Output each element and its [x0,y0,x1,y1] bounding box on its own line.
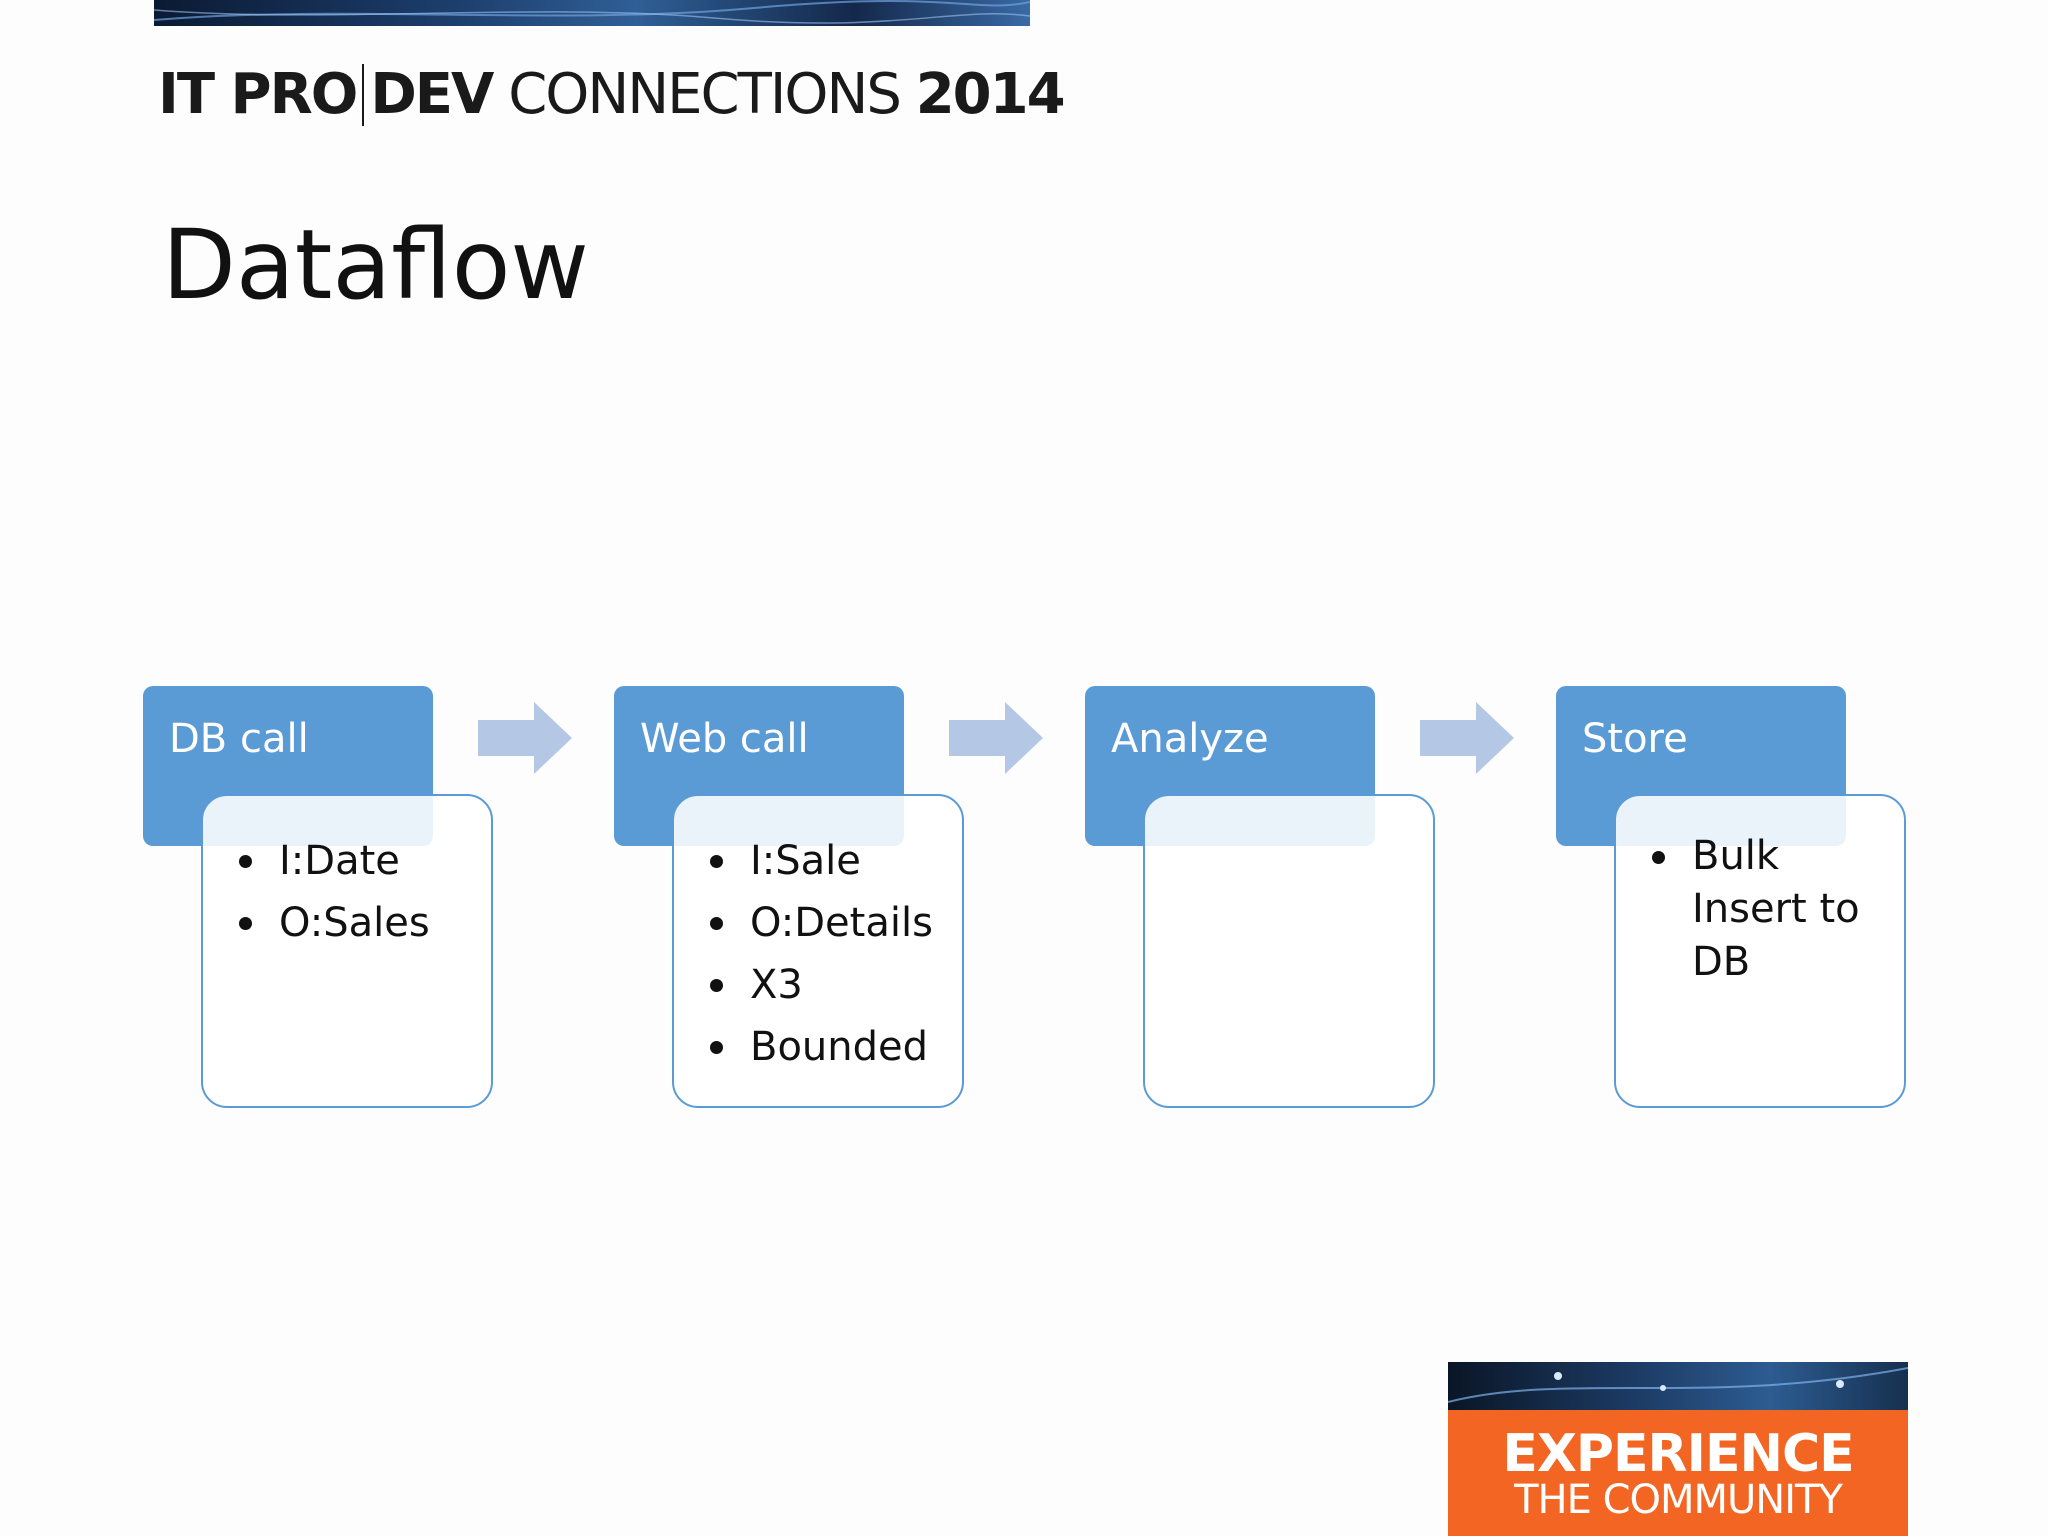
list-item: O:Sales [239,892,473,954]
logo-text-year: 2014 [915,62,1066,127]
top-banner-image [154,0,1030,26]
step-body-db-call: I:Date O:Sales [201,794,493,1108]
slide-title: Dataflow [162,209,589,321]
step-header-label: Store [1582,716,1688,762]
step-body-analyze [1143,794,1435,1108]
list-item: I:Date [239,830,473,892]
badge-orange-panel [1448,1410,1908,1536]
step-body-web-call: I:Sale O:Details X3 Bounded [672,794,964,1108]
badge-title: EXPERIENCE [1502,1424,1854,1484]
flow-arrow-icon [478,702,572,774]
step-header-label: DB call [169,716,309,762]
list-item: O:Details [710,892,944,954]
badge-subtitle: THE COMMUNITY [1514,1477,1843,1523]
logo-text-dev: DEV [370,62,494,127]
step-item-list: I:Date O:Sales [239,830,473,954]
step-header-label: Web call [640,716,809,762]
list-item: Bounded [710,1016,944,1078]
logo-divider [362,63,365,126]
step-item-list: I:Sale O:Details X3 Bounded [710,830,944,1078]
list-item: X3 [710,954,944,1016]
badge-banner-image [1448,1362,1908,1410]
flow-arrow-icon [949,702,1043,774]
logo-text-itpro: IT PRO [158,62,358,127]
list-item: Bulk Insert to DB [1652,830,1886,989]
step-header-label: Analyze [1111,716,1269,762]
flow-arrow-icon [1420,702,1514,774]
logo-text-connections: CONNECTIONS [508,62,902,127]
step-item-list: Bulk Insert to DB [1652,830,1886,989]
experience-community-badge: EXPERIENCE THE COMMUNITY [1448,1362,1908,1536]
step-body-store: Bulk Insert to DB [1614,794,1906,1108]
list-item: I:Sale [710,830,944,892]
